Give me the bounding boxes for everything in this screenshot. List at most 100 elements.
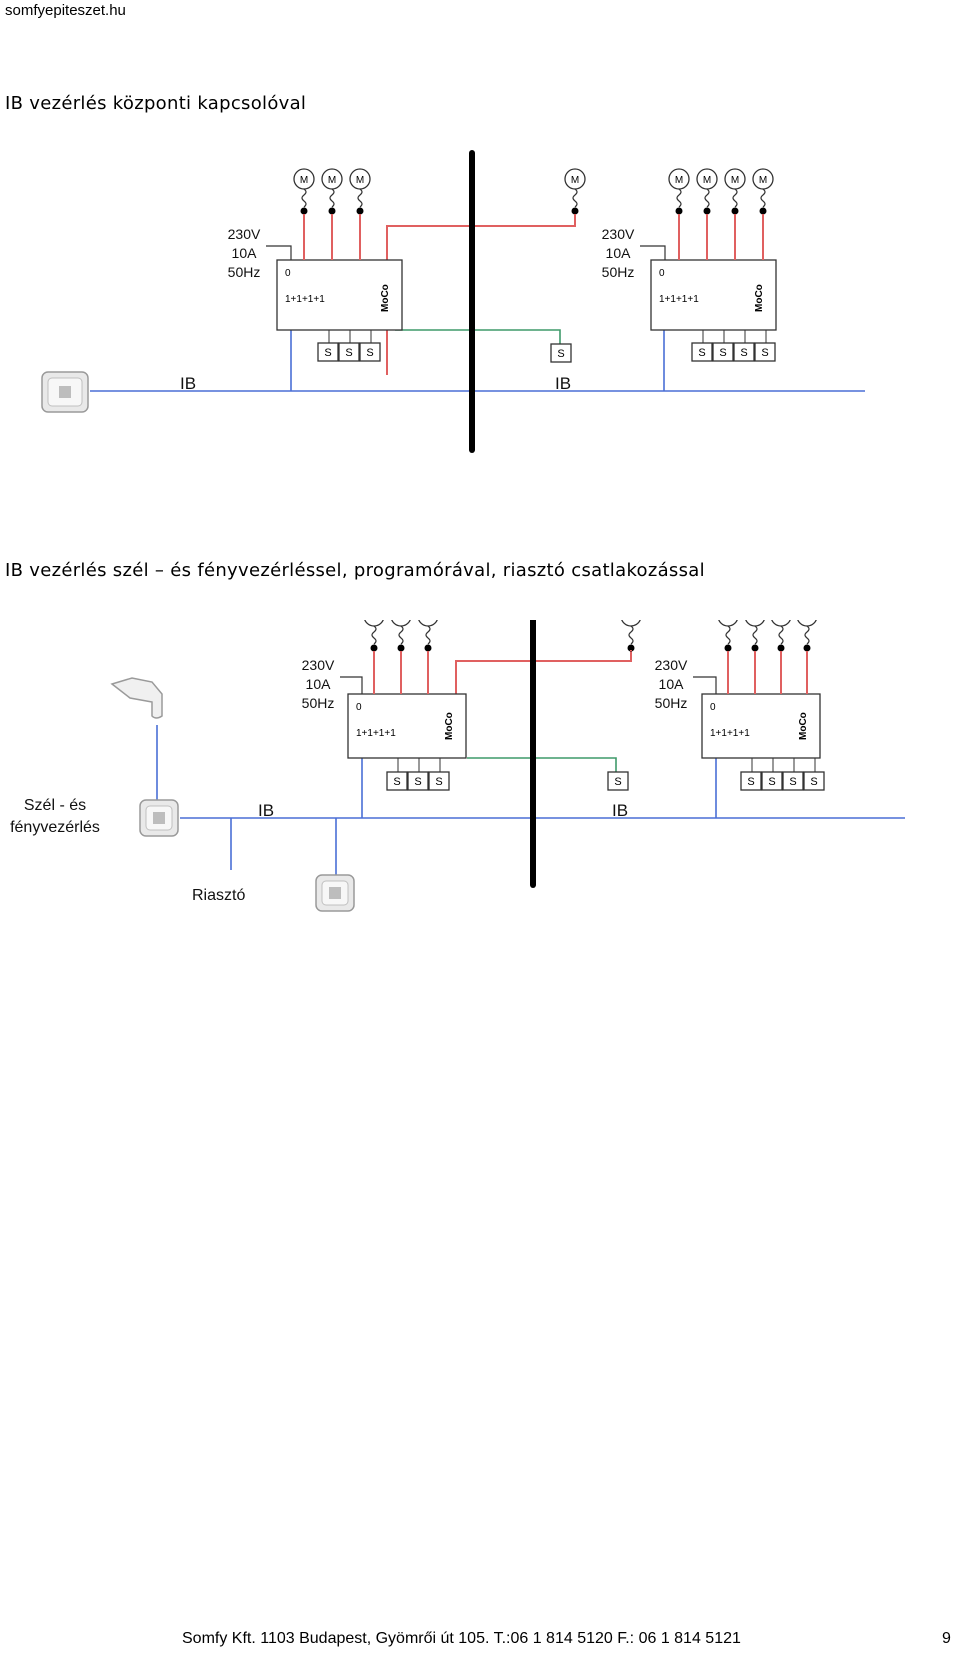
- motor-label: M: [724, 620, 732, 623]
- motor-terminal: [675, 207, 683, 215]
- motor-wire: [760, 188, 766, 208]
- ib-label: IB: [180, 374, 196, 393]
- motor-terminal: [356, 207, 364, 215]
- motor-label: M: [759, 175, 767, 186]
- moco-label: MoCo: [380, 284, 391, 312]
- power-line: [455, 650, 632, 694]
- motor-terminal: [397, 644, 405, 652]
- footer-address: Somfy Kft. 1103 Budapest, Gyömrői út 105…: [182, 1630, 741, 1647]
- switch-box: [407, 771, 429, 791]
- motor-label: M: [731, 175, 739, 186]
- switch-box: [338, 342, 360, 362]
- motor-label: M: [397, 620, 405, 623]
- switch-label: S: [557, 348, 564, 360]
- power-feed-line: [693, 676, 717, 694]
- motor-terminal: [571, 207, 579, 215]
- ib-label: IB: [258, 801, 274, 820]
- switch-box: [712, 342, 734, 362]
- switch-box: [550, 343, 572, 363]
- motor-wire: [329, 188, 335, 208]
- motor-wire: [357, 188, 363, 208]
- switch-label: S: [614, 776, 621, 788]
- controller-zero-label: 0: [356, 702, 362, 713]
- motor-terminal: [300, 207, 308, 215]
- switch-label: S: [345, 347, 352, 359]
- motor-label: M: [803, 620, 811, 623]
- controller-zero-label: 0: [659, 268, 665, 279]
- motor-wire: [371, 625, 377, 645]
- switch-box: [782, 771, 804, 791]
- switch-box: [803, 771, 825, 791]
- power-line: [386, 215, 576, 375]
- motor-wire: [725, 625, 731, 645]
- site-name: somfyepiteszet.hu: [5, 2, 126, 19]
- power-feed-line: [640, 245, 666, 260]
- switch-label: S: [761, 347, 768, 359]
- motor-terminal: [751, 644, 759, 652]
- power-spec-label: 230V: [602, 226, 635, 242]
- controller-zero-label: 0: [710, 702, 716, 713]
- wind-light-control-icon-button: [153, 812, 165, 824]
- motor-label: M: [356, 175, 364, 186]
- motor-label: M: [627, 620, 635, 623]
- switch-box: [733, 342, 755, 362]
- switch-label: S: [789, 776, 796, 788]
- motor-label: M: [751, 620, 759, 623]
- moco-controller: [276, 259, 403, 331]
- switch-link-line: [467, 757, 617, 773]
- moco-controller: [701, 693, 821, 759]
- motor-wire: [572, 188, 578, 208]
- controller-channels-label: 1+1+1+1: [710, 728, 750, 739]
- motor-wire: [704, 188, 710, 208]
- switch-label: S: [698, 347, 705, 359]
- switch-label: S: [414, 776, 421, 788]
- power-spec-label: 10A: [232, 245, 258, 261]
- central-remote-icon-button: [59, 386, 71, 398]
- motor-terminal: [627, 644, 635, 652]
- wind-light-sensor-icon: [110, 677, 163, 719]
- controller-channels-label: 1+1+1+1: [356, 728, 396, 739]
- controller-channels-label: 1+1+1+1: [285, 294, 325, 305]
- motor-terminal: [731, 207, 739, 215]
- switch-box: [754, 342, 776, 362]
- switch-label: S: [768, 776, 775, 788]
- wind-light-label: fényvezérlés: [10, 819, 100, 836]
- power-feed-line: [340, 676, 363, 694]
- motor-label: M: [300, 175, 308, 186]
- motor-terminal: [777, 644, 785, 652]
- power-spec-label: 10A: [606, 245, 632, 261]
- motor-label: M: [571, 175, 579, 186]
- moco-label: MoCo: [754, 284, 765, 312]
- power-spec-label: 50Hz: [602, 264, 635, 280]
- switch-box: [761, 771, 783, 791]
- motor-label: M: [777, 620, 785, 623]
- power-feed-line: [266, 245, 292, 260]
- motor-wire: [301, 188, 307, 208]
- controller-channels-label: 1+1+1+1: [659, 294, 699, 305]
- power-spec-label: 230V: [228, 226, 261, 242]
- switch-label: S: [740, 347, 747, 359]
- switch-box: [740, 771, 762, 791]
- motor-terminal: [803, 644, 811, 652]
- section-heading-1: IB vezérlés központi kapcsolóval: [5, 93, 307, 114]
- moco-controller: [347, 693, 467, 759]
- power-spec-label: 10A: [306, 676, 332, 692]
- diagram-wind-light-control: 230V10A50Hz01+1+1+1MoCoMMMSSSMS230V10A50…: [10, 620, 905, 912]
- motor-wire: [778, 625, 784, 645]
- switch-box: [691, 342, 713, 362]
- motor-wire: [425, 625, 431, 645]
- section-heading-2: IB vezérlés szél – és fényvezérléssel, p…: [5, 560, 705, 581]
- motor-wire: [676, 188, 682, 208]
- switch-label: S: [810, 776, 817, 788]
- power-spec-label: 10A: [659, 676, 685, 692]
- motor-terminal: [703, 207, 711, 215]
- motor-terminal: [328, 207, 336, 215]
- motor-label: M: [328, 175, 336, 186]
- wind-light-label: Szél - és: [24, 797, 86, 814]
- moco-controller: [650, 259, 777, 331]
- ib-label: IB: [612, 801, 628, 820]
- switch-link-line: [395, 329, 561, 345]
- alarm-label: Riasztó: [192, 887, 245, 904]
- program-timer-icon-button: [329, 887, 341, 899]
- power-spec-label: 50Hz: [228, 264, 261, 280]
